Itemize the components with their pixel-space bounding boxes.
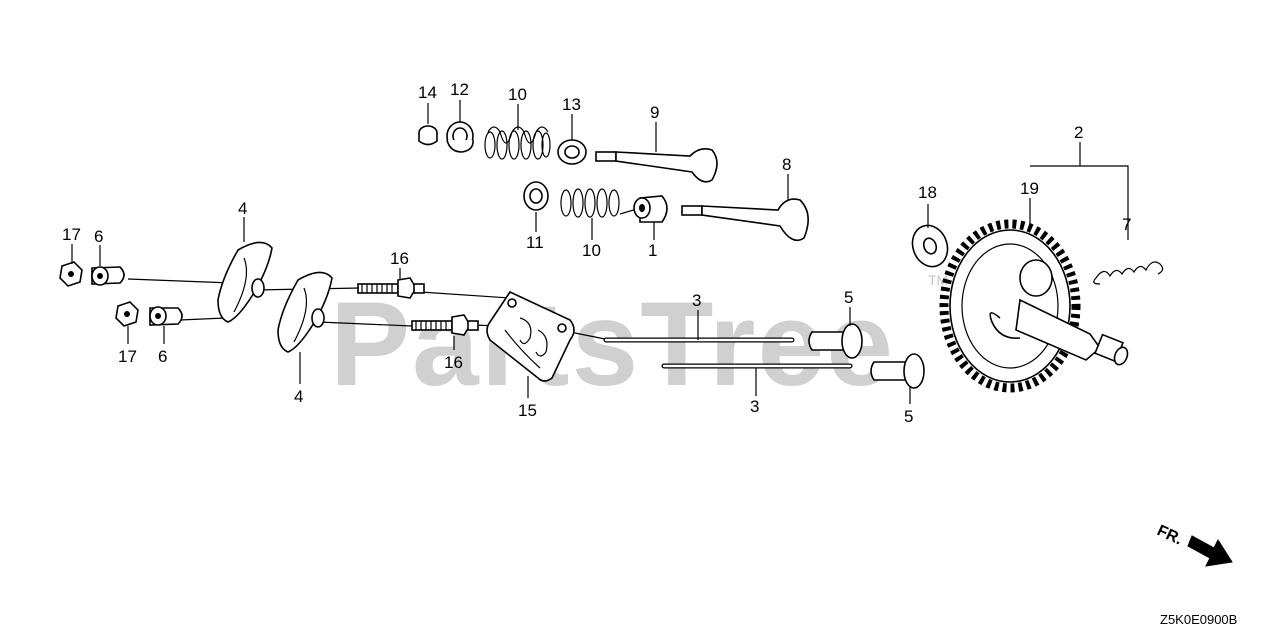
valve-spring-10-lower[interactable]: [560, 188, 620, 218]
nut-17-upper[interactable]: [59, 261, 83, 287]
callout-15: 15: [518, 401, 537, 420]
valve-lifter-5-lower[interactable]: [870, 353, 925, 389]
callout-19: 19: [1020, 179, 1039, 198]
nut-17-lower[interactable]: [115, 301, 139, 327]
callout-8: 8: [782, 155, 791, 174]
valve-cotter-14[interactable]: [418, 125, 438, 146]
callout-1: 1: [648, 241, 657, 260]
callout-6-lower: 6: [158, 347, 167, 366]
rocker-arm-4-lower[interactable]: [277, 271, 333, 353]
valve-spring-retainer-11[interactable]: [523, 181, 549, 211]
callout-16-lower: 16: [444, 353, 463, 372]
valve-spring-retainer-13[interactable]: [557, 139, 587, 165]
rocker-stud-16-lower[interactable]: [411, 314, 479, 336]
callout-17-lower: 17: [118, 347, 137, 366]
callout-12: 12: [450, 80, 469, 99]
callout-11: 11: [526, 233, 544, 252]
callout-4-lower: 4: [294, 387, 303, 406]
intake-valve-8[interactable]: [681, 198, 809, 242]
callout-2: 2: [1074, 123, 1083, 142]
callout-6-upper: 6: [94, 227, 103, 246]
exhaust-valve-9[interactable]: [595, 148, 718, 183]
leader-lines: [71, 100, 1129, 404]
pivot-adjuster-6-lower[interactable]: [149, 306, 183, 326]
watermark: PartsTree: [330, 277, 895, 411]
rocker-arm-4-upper[interactable]: [217, 241, 273, 323]
callout-16-upper: 16: [390, 249, 409, 268]
callout-5-upper: 5: [844, 288, 853, 307]
rocker-stud-16-upper[interactable]: [357, 277, 425, 299]
callout-labels: 14 12 10 13 9 8 11 10 1 4 17 6 16 17 6 4…: [62, 80, 1131, 426]
diagram-code: Z5K0E0900B: [1160, 612, 1237, 627]
callout-4-upper: 4: [238, 199, 247, 218]
pivot-adjuster-6-upper[interactable]: [91, 266, 125, 286]
trademark: TM: [928, 272, 948, 288]
callout-9: 9: [650, 103, 659, 122]
callout-14: 14: [418, 83, 437, 102]
valve-spring-retainer-12[interactable]: [446, 121, 474, 153]
callout-18: 18: [918, 183, 937, 202]
camshaft-gear-19[interactable]: [939, 219, 1130, 393]
valve-lifter-5-upper[interactable]: [808, 323, 863, 359]
callout-13: 13: [562, 95, 581, 114]
callout-3-upper: 3: [692, 291, 701, 310]
push-rod-guide-plate-15[interactable]: [486, 290, 575, 382]
callout-7: 7: [1122, 215, 1131, 234]
valve-rotator-1[interactable]: [633, 195, 668, 223]
decompressor-spring-7[interactable]: [1093, 261, 1164, 285]
callout-10-upper: 10: [508, 85, 527, 104]
callout-3-lower: 3: [750, 397, 759, 416]
front-direction-indicator: FR.: [1154, 522, 1233, 567]
valve-spring-10-upper[interactable]: [484, 126, 551, 160]
callout-5-lower: 5: [904, 407, 913, 426]
thrust-washer-18[interactable]: [907, 220, 953, 271]
callout-10-lower: 10: [582, 241, 601, 260]
callout-17-upper: 17: [62, 225, 81, 244]
front-label: FR.: [1154, 522, 1185, 548]
front-arrow-icon: [1187, 535, 1233, 567]
